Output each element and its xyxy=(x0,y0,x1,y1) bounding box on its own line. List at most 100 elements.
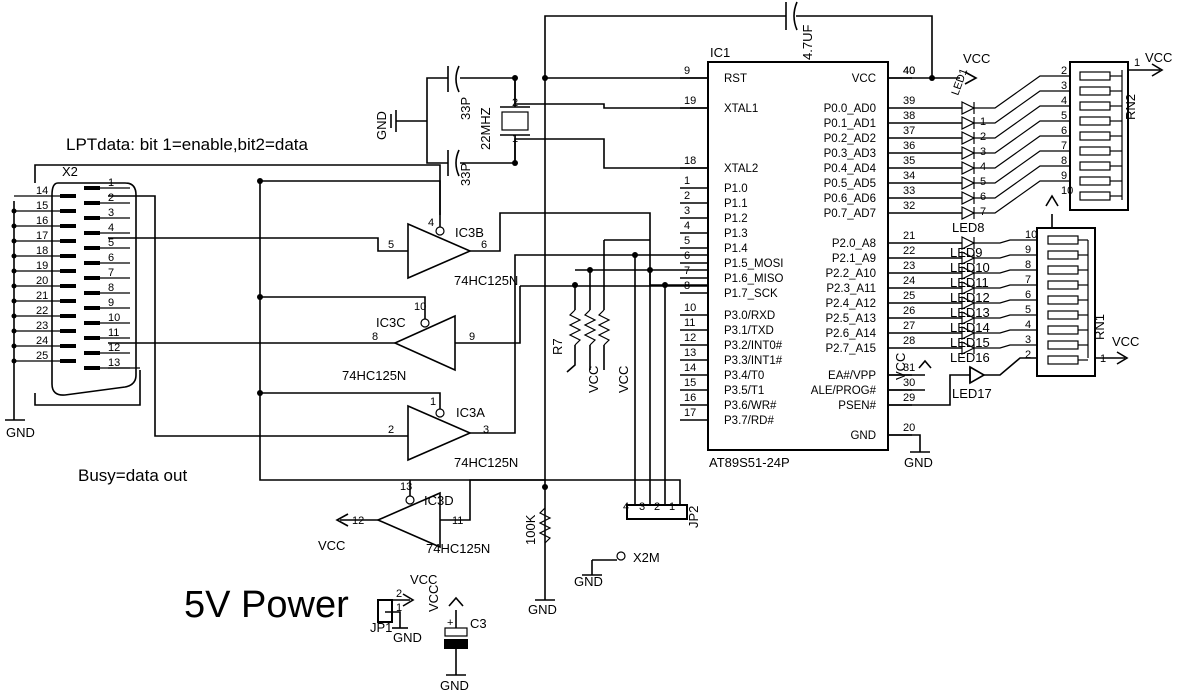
p0-led-to-rn2 xyxy=(974,90,1070,124)
vcc-r8: VCC xyxy=(616,366,631,393)
dsub-right-num: 6 xyxy=(108,252,114,264)
mcu-left-pin-num: 10 xyxy=(684,302,696,314)
rn2-common: 1 xyxy=(1134,57,1140,69)
rn2-pin-num: 8 xyxy=(1061,155,1067,167)
mcu-left-pin-num: 11 xyxy=(684,317,695,329)
dsub-right-num: 13 xyxy=(108,357,120,369)
mcu-right-pin-name: P0.2_AD2 xyxy=(824,133,876,145)
ic3b-en: 4 xyxy=(428,217,434,229)
jp2-pin1: 1 xyxy=(669,501,675,513)
vcc-r7: VCC xyxy=(586,366,601,393)
rn1-common: 1 xyxy=(1100,353,1106,365)
dsub-right-contact xyxy=(84,321,100,325)
vcc-c3: VCC xyxy=(426,585,441,612)
mcu-left-pin-name: XTAL2 xyxy=(724,163,758,175)
rn2-pin-num: 5 xyxy=(1061,110,1067,122)
mcu-right-pin-num: 29 xyxy=(903,392,915,404)
dsub-left-contact xyxy=(60,194,76,198)
mcu-right-pin-num: 38 xyxy=(903,110,915,122)
mcu-right-pin-num: 34 xyxy=(903,170,915,182)
dsub-left-contact xyxy=(60,359,76,363)
crystal-circuit: 22MHZ 2 1 GND 33P 33P xyxy=(374,65,708,186)
jp2-pin2: 2 xyxy=(654,501,660,513)
led-p0-mark: 5 xyxy=(980,176,986,188)
rn2-pin-num: 4 xyxy=(1061,95,1067,107)
dsub-left-contact xyxy=(60,239,76,243)
crystal-pin1: 1 xyxy=(512,133,518,145)
ic3d-out: 12 xyxy=(352,515,364,527)
dsub-right-num: 11 xyxy=(108,327,119,339)
p2-led-to-rn1 xyxy=(974,239,1037,244)
dsub-right-num: 7 xyxy=(108,267,114,279)
mcu-right-pin-num: 23 xyxy=(903,260,915,272)
led-p2 xyxy=(961,236,976,250)
rn2-pin-num: 9 xyxy=(1061,170,1067,182)
ic3c-in: 9 xyxy=(469,331,475,343)
dsub-right-num: 9 xyxy=(108,297,114,309)
mcu-left-pin-num: 5 xyxy=(684,235,690,247)
mcu-left-pin-num: 19 xyxy=(684,95,696,107)
led-p0-mark: 7 xyxy=(980,206,986,218)
led-p2 xyxy=(961,281,976,295)
resistor-100k: 100K GND xyxy=(523,507,557,617)
mcu-right-pin-name: P0.5_AD5 xyxy=(824,178,876,190)
mcu-right-pin-name: P0.4_AD4 xyxy=(824,163,877,175)
mcu-left-pin-name: P3.5/T1 xyxy=(724,385,764,397)
mcu-right-pin-name: P0.0_AD0 xyxy=(824,103,876,115)
dsub-left-contact xyxy=(60,329,76,333)
dsub-left-num: 21 xyxy=(36,290,48,302)
rn1-pin-num: 5 xyxy=(1025,304,1031,316)
c3-ref: C3 xyxy=(470,616,487,631)
gnd-c3: GND xyxy=(440,678,469,693)
dsub-left-num: 24 xyxy=(36,335,48,347)
mcu-left-pin-num: 9 xyxy=(684,65,690,77)
ic3a-in: 2 xyxy=(388,424,394,436)
dsub-left-num: 16 xyxy=(36,215,48,227)
mcu-left-pin-num: 4 xyxy=(684,220,690,232)
mcu-left-pin-name: P1.2 xyxy=(724,213,748,225)
mcu-left-pin-name: RST xyxy=(724,73,747,85)
jp1-pin1: 1 xyxy=(396,602,402,614)
ic3c-part: 74HC125N xyxy=(342,368,406,383)
crystal-c2: 33P xyxy=(458,163,473,186)
c3-plus: + xyxy=(447,617,453,629)
p2-led-to-rn1 xyxy=(974,299,1037,304)
mcu-right-pin-name: VCC xyxy=(852,73,876,85)
dsub-left-num: 18 xyxy=(36,245,48,257)
mcu-right-pin-num: 21 xyxy=(903,230,915,242)
ic3c-out: 8 xyxy=(372,331,378,343)
mcu-left-pin-name: P3.6/WR# xyxy=(724,400,777,412)
ic3a-en: 1 xyxy=(430,396,436,408)
mcu-left-pin-num: 18 xyxy=(684,155,696,167)
ic3a-out: 3 xyxy=(483,424,489,436)
ic3d-in: 11 xyxy=(452,515,463,527)
gnd-crystal: GND xyxy=(374,111,389,140)
rn1-pin-num: 9 xyxy=(1025,244,1031,256)
mcu-right-pins: 40VCC39P0.0_AD038P0.1_AD137P0.2_AD236P0.… xyxy=(811,65,915,442)
dsub-right-num: 5 xyxy=(108,237,114,249)
dsub-right-contact xyxy=(84,291,100,295)
mcu-right-pin-name: P2.1_A9 xyxy=(832,253,876,265)
buffer-ic3b: IC3B 74HC125N 5 6 4 xyxy=(108,180,708,288)
mcu-right-pin-num: 31 xyxy=(903,362,915,374)
led-p2 xyxy=(961,341,976,355)
dsub-right-contact xyxy=(84,351,100,355)
vcc-top: VCC xyxy=(963,51,990,66)
led-p2-label: LED16 xyxy=(950,350,990,365)
led-p2 xyxy=(961,251,976,265)
ic3a-part: 74HC125N xyxy=(454,455,518,470)
dsub-left-num: 19 xyxy=(36,260,48,272)
mcu-right-pin-name: PSEN# xyxy=(838,400,876,412)
led-p2-label: LED11 xyxy=(950,275,989,290)
led-p0 xyxy=(961,116,976,130)
dsub-right-num: 8 xyxy=(108,282,114,294)
dsub-left-num: 20 xyxy=(36,275,48,287)
mcu-left-pin-num: 3 xyxy=(684,205,690,217)
vcc-rn1: VCC xyxy=(1112,334,1139,349)
jp2-ref: JP2 xyxy=(686,506,701,528)
mcu-left-pin-num: 6 xyxy=(684,250,690,262)
mcu-right-pin-name: GND xyxy=(850,430,876,442)
dsub-right-contact xyxy=(84,231,100,235)
led-p2-label: LED12 xyxy=(950,290,990,305)
